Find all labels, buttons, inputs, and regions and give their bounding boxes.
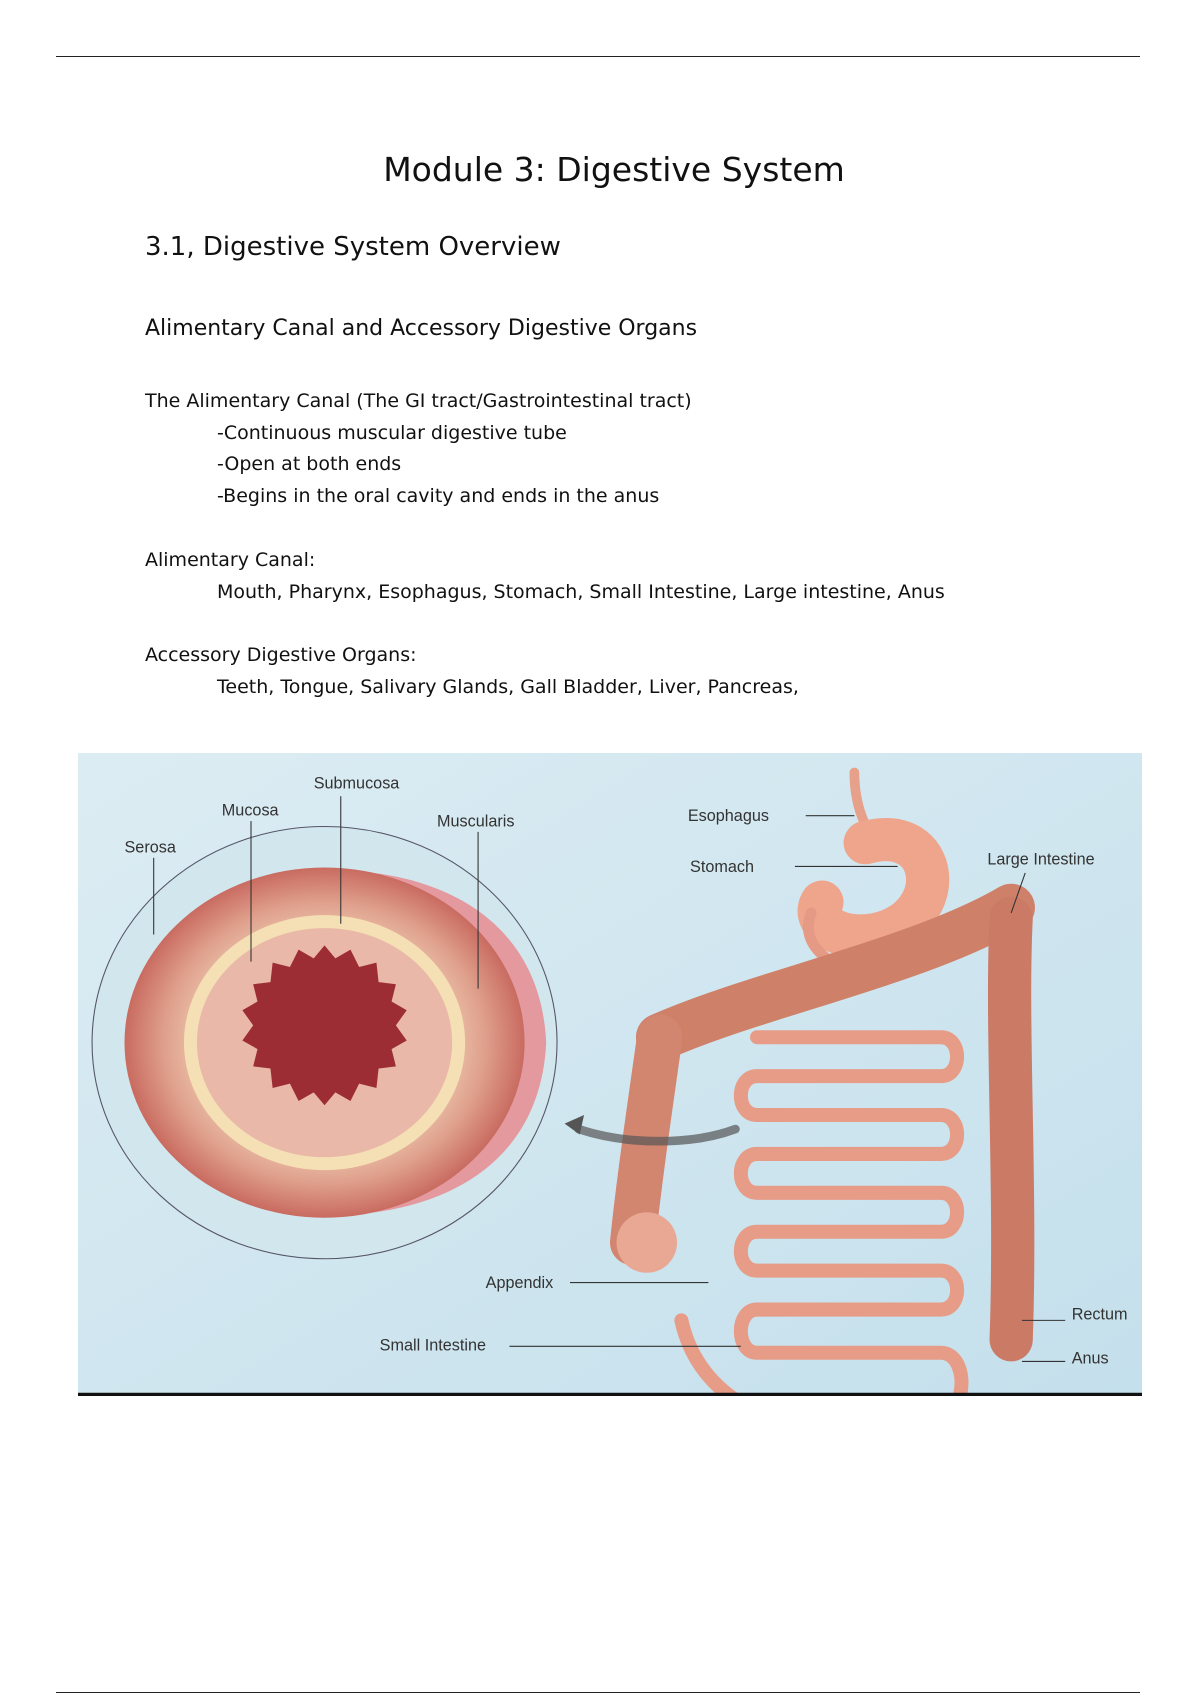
label-muscularis: Muscularis	[437, 812, 514, 830]
alimentary-label: Alimentary Canal:	[145, 549, 316, 571]
label-stomach: Stomach	[690, 858, 754, 876]
intro-point: -Continuous muscular digestive tube	[217, 422, 567, 444]
intro-point: -Begins in the oral cavity and ends in t…	[217, 485, 660, 507]
label-large-intestine: Large Intestine	[987, 850, 1094, 868]
alimentary-items: Mouth, Pharynx, Esophagus, Stomach, Smal…	[217, 581, 945, 603]
subheading: Alimentary Canal and Accessory Digestive…	[145, 316, 698, 341]
label-submucosa: Submucosa	[314, 775, 401, 793]
intro-heading: The Alimentary Canal (The GI tract/Gastr…	[145, 390, 692, 412]
leader-lines	[153, 796, 1066, 1362]
label-anus: Anus	[1072, 1350, 1109, 1368]
digestive-tract-illustration	[564, 767, 1035, 1396]
label-mucosa: Mucosa	[222, 802, 280, 820]
label-appendix: Appendix	[486, 1274, 554, 1292]
accessory-label: Accessory Digestive Organs:	[145, 644, 417, 666]
bottom-rule	[56, 1692, 1140, 1693]
intestine-cross-section	[91, 825, 558, 1260]
label-rectum: Rectum	[1072, 1305, 1128, 1323]
intro-point: -Open at both ends	[217, 453, 402, 475]
label-small-intestine: Small Intestine	[380, 1337, 486, 1355]
accessory-items: Teeth, Tongue, Salivary Glands, Gall Bla…	[217, 676, 799, 698]
label-esophagus: Esophagus	[688, 807, 769, 825]
figure-bottom-border	[78, 1392, 1142, 1396]
section-heading: 3.1, Digestive System Overview	[145, 232, 561, 262]
digestive-diagram: Submucosa Mucosa Serosa Muscularis Esoph…	[78, 753, 1142, 1396]
top-rule	[56, 56, 1140, 57]
label-serosa: Serosa	[124, 838, 176, 856]
page-title: Module 3: Digestive System	[383, 150, 845, 189]
